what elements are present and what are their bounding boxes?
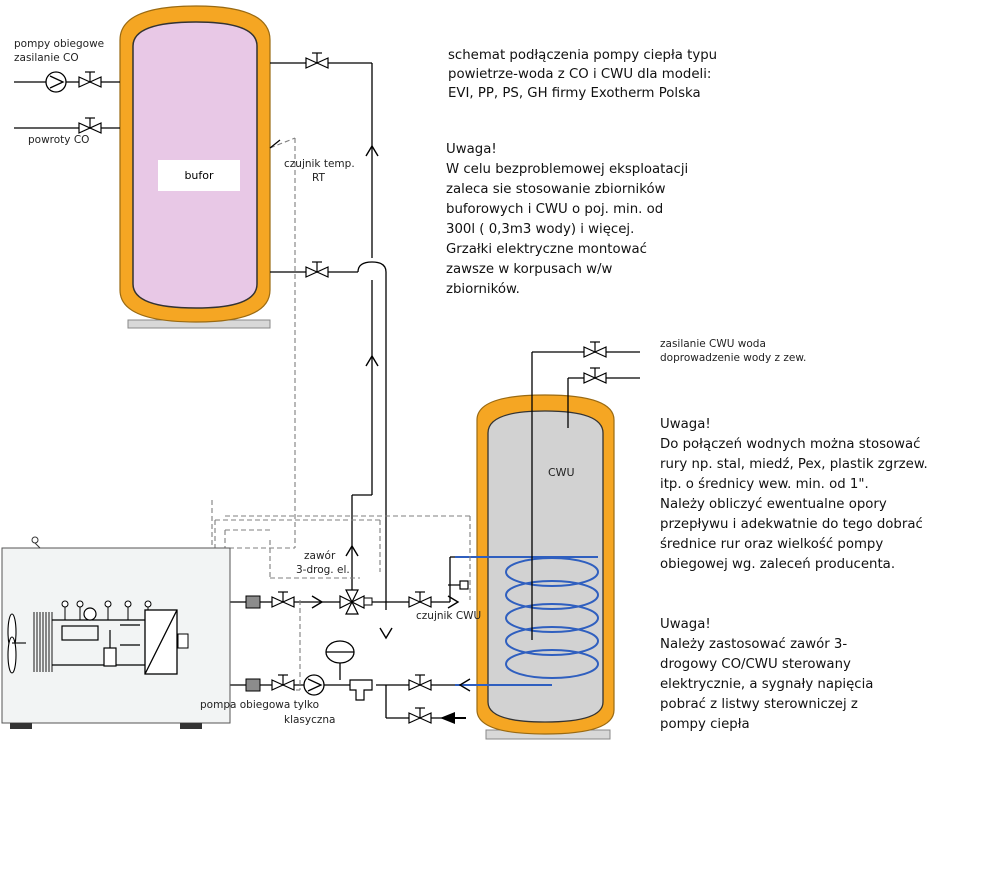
valve-icon xyxy=(78,117,102,134)
pipes xyxy=(14,62,640,719)
pump-icon xyxy=(303,674,325,696)
note-line: zawsze w korpusach w/w xyxy=(446,262,613,277)
note-line: EVI, PP, PS, GH firmy Exotherm Polska xyxy=(448,86,701,101)
valve-icon xyxy=(305,52,329,69)
note-line: 300l ( 0,3m3 wody) i więcej. xyxy=(446,222,635,237)
note-line: Należy zastosować zawór 3- xyxy=(660,637,848,652)
label-pompa-obiegowa: pompa obiegowa tylko xyxy=(200,699,320,711)
label-powroty-co: powroty CO xyxy=(28,134,90,146)
note-line: rury np. stal, miedź, Pex, plastik zgrze… xyxy=(660,457,928,472)
note-line: itp. o średnicy wew. min. od 1". xyxy=(660,477,869,492)
label-zawor: zawór xyxy=(304,550,336,562)
label-zasilanie-cwu: zasilanie CWU woda xyxy=(660,338,766,350)
note-uwaga-2: Uwaga! Do połączeń wodnych można stosowa… xyxy=(660,415,928,575)
expansion-vessel-icon xyxy=(325,640,373,701)
valve-icon xyxy=(271,591,295,608)
heat-pump-unit xyxy=(1,536,231,729)
note-line: W celu bezproblemowej eksploatacji xyxy=(446,162,689,177)
valve-icon xyxy=(271,674,295,691)
arrow-icon xyxy=(311,595,324,609)
note-line: przepływu i adekwatnie do tego dobrać xyxy=(660,517,923,532)
sensor-icon xyxy=(269,139,469,590)
heat-exchanger-icon xyxy=(144,609,189,675)
note-line: schemat podłączenia pompy ciepła typu xyxy=(448,48,718,63)
valve-icon xyxy=(583,367,607,384)
valve-icon xyxy=(305,261,329,278)
note-line: buforowych i CWU o poj. min. od xyxy=(446,202,664,217)
arrow-icon xyxy=(447,595,460,609)
gauge-icon xyxy=(61,600,152,620)
label-doprowadzenie: doprowadzenie wody z zew. xyxy=(660,352,807,364)
note-line: powietrze-woda z CO i CWU dla modeli: xyxy=(448,67,712,82)
label-zawor-type: 3-drog. el. xyxy=(296,564,350,576)
label-pompy-obiegowe: pompy obiegowe xyxy=(14,38,105,50)
coil-fins xyxy=(33,612,53,672)
signal-lines xyxy=(205,137,471,691)
note-uwaga-1: Uwaga! W celu bezproblemowej eksploatacj… xyxy=(446,140,688,300)
label-klasyczna: klasyczna xyxy=(284,714,336,726)
note-line: pompy ciepła xyxy=(660,717,750,732)
three-way-valve-icon xyxy=(339,589,373,615)
valve-icon xyxy=(408,591,432,608)
note-line: elektrycznie, a sygnały napięcia xyxy=(660,677,874,692)
note-line: Uwaga! xyxy=(660,617,711,632)
label-zasilanie-co: zasilanie CO xyxy=(14,52,79,64)
note-line: Uwaga! xyxy=(660,417,711,432)
label-czujnik-cwu: czujnik CWU xyxy=(416,610,482,622)
title-note: schemat podłączenia pompy ciepła typu po… xyxy=(448,46,717,103)
note-line: Należy obliczyć ewentualne opory xyxy=(660,497,887,512)
note-line: pobrać z listwy sterowniczej z xyxy=(660,697,858,712)
pump-icon xyxy=(45,71,67,93)
label-czujnik-temp: czujnik temp. xyxy=(284,158,355,170)
arrow-icon xyxy=(379,627,393,640)
note-line: Grzałki elektryczne montować xyxy=(446,242,647,257)
valve-icon xyxy=(408,674,432,691)
note-line: Uwaga! xyxy=(446,142,497,157)
cwu-tank xyxy=(476,394,615,740)
label-cwu: CWU xyxy=(548,466,575,479)
note-line: średnice rur oraz wielkość pompy xyxy=(660,537,884,552)
arrow-icon xyxy=(458,678,471,692)
label-bufor: bufor xyxy=(158,160,240,191)
note-line: zbiorników. xyxy=(446,282,520,297)
note-line: zaleca sie stosowanie zbiorników xyxy=(446,182,666,197)
note-line: drogowy CO/CWU sterowany xyxy=(660,657,851,672)
filter-icon xyxy=(245,595,261,692)
valve-icon xyxy=(583,341,607,358)
heating-coil xyxy=(455,556,599,686)
valve-icon xyxy=(78,71,102,88)
note-uwaga-3: Uwaga! Należy zastosować zawór 3- drogow… xyxy=(660,615,873,735)
note-line: Do połączeń wodnych można stosować xyxy=(660,437,921,452)
check-valve-icon xyxy=(408,707,466,724)
label-rt: RT xyxy=(312,172,325,184)
refrigerant-circuit xyxy=(52,607,145,667)
note-line: obiegowej wg. zaleceń producenta. xyxy=(660,557,896,572)
fan-icon xyxy=(7,613,26,674)
